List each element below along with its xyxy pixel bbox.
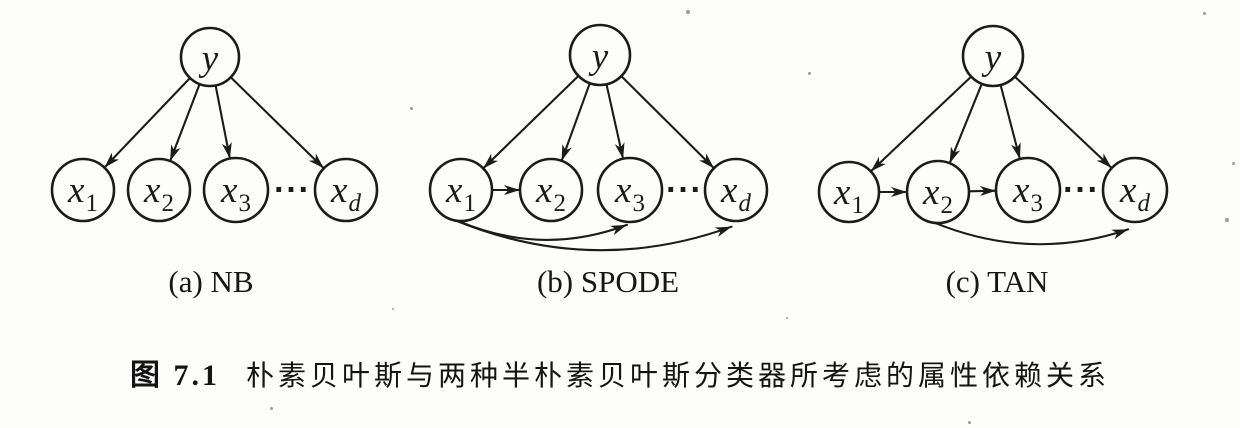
edge-y-to-x3 bbox=[605, 83, 625, 160]
panel-spode: y x1 x2 x3 xd ··· (b) SPODE bbox=[428, 23, 769, 299]
node-tan-x3-label: x3 bbox=[1012, 170, 1043, 217]
node-tan-x2 bbox=[905, 159, 971, 225]
node-tan-xd bbox=[1101, 156, 1169, 224]
ellipsis-dots: ··· bbox=[1063, 175, 1100, 206]
node-spode-x2 bbox=[518, 157, 584, 223]
panel-label-nb: (a) NB bbox=[168, 264, 253, 299]
node-tan-x3 bbox=[994, 156, 1062, 224]
edge-y-to-x2 bbox=[560, 82, 591, 162]
node-nb-y bbox=[179, 26, 241, 88]
node-nb-x2-label: x2 bbox=[143, 170, 174, 217]
node-tan-x2-label: x2 bbox=[922, 172, 953, 219]
scan-speck bbox=[1225, 218, 1229, 222]
node-nb-x2 bbox=[126, 157, 192, 223]
node-spode-x3 bbox=[596, 156, 664, 224]
node-spode-y-label: y bbox=[588, 36, 609, 77]
panel-label-tan: (c) TAN bbox=[946, 264, 1049, 299]
panel-nb: y x1 x2 x3 xd ··· (a) NB bbox=[50, 26, 379, 299]
scan-speck bbox=[808, 72, 811, 75]
panel-tan: y x1 x2 x3 xd ··· (c) TAN bbox=[817, 24, 1169, 299]
scan-speck bbox=[392, 308, 394, 310]
node-nb-xd-label: xd bbox=[330, 170, 361, 217]
node-nb-x1-label: x1 bbox=[67, 170, 98, 217]
edge-x1-to-xd bbox=[454, 219, 733, 252]
panel-label-spode: (b) SPODE bbox=[537, 264, 679, 299]
scan-speck bbox=[270, 407, 273, 410]
scan-speck bbox=[410, 107, 413, 110]
ellipsis-dots: ··· bbox=[666, 175, 703, 206]
edge-y-to-x3 bbox=[214, 84, 232, 160]
edge-y-to-xd bbox=[1013, 75, 1113, 170]
ellipsis-dots: ··· bbox=[274, 175, 311, 206]
figure-caption-text: 朴素贝叶斯与两种半朴素贝叶斯分类器所考虑的属性依赖关系 bbox=[245, 361, 1110, 392]
node-tan-x1-label: x1 bbox=[833, 172, 864, 219]
scan-speck bbox=[686, 10, 690, 14]
edge-y-to-xd bbox=[620, 75, 716, 170]
node-tan-y-label: y bbox=[981, 37, 1002, 78]
edge-y-to-xd bbox=[229, 76, 325, 170]
scan-speck bbox=[1232, 162, 1235, 165]
node-spode-xd bbox=[703, 157, 769, 223]
node-spode-y bbox=[568, 23, 632, 87]
scan-speck bbox=[786, 317, 788, 319]
node-spode-x1 bbox=[428, 157, 494, 223]
edge-y-to-x1 bbox=[869, 75, 973, 173]
edge-y-to-x2 bbox=[169, 83, 201, 163]
edge-x2-to-x3 bbox=[967, 186, 998, 197]
figure-number: 图 7.1 bbox=[129, 359, 220, 392]
scan-speck bbox=[968, 421, 971, 424]
edge-x2-to-xd bbox=[933, 221, 1130, 246]
edge-y-to-x2 bbox=[948, 82, 983, 165]
node-spode-xd-label: xd bbox=[720, 170, 751, 217]
node-spode-x1-label: x1 bbox=[445, 170, 476, 217]
node-nb-xd bbox=[313, 157, 379, 223]
node-tan-x1 bbox=[817, 160, 881, 224]
edge-y-to-x1 bbox=[103, 76, 192, 169]
scan-speck bbox=[1203, 12, 1206, 15]
edge-y-to-x3 bbox=[999, 83, 1021, 161]
edge-y-to-x1 bbox=[482, 74, 580, 170]
node-spode-x3-label: x3 bbox=[614, 170, 645, 217]
node-nb-x3 bbox=[202, 156, 270, 224]
node-nb-x3-label: x3 bbox=[220, 170, 251, 217]
node-tan-y bbox=[961, 24, 1025, 88]
node-spode-x2-label: x2 bbox=[535, 170, 566, 217]
figure-caption: 图 7.1 朴素贝叶斯与两种半朴素贝叶斯分类器所考虑的属性依赖关系 bbox=[0, 350, 1240, 394]
node-tan-xd-label: xd bbox=[1119, 170, 1150, 217]
node-nb-x1 bbox=[50, 157, 116, 223]
node-nb-y-label: y bbox=[198, 38, 219, 79]
